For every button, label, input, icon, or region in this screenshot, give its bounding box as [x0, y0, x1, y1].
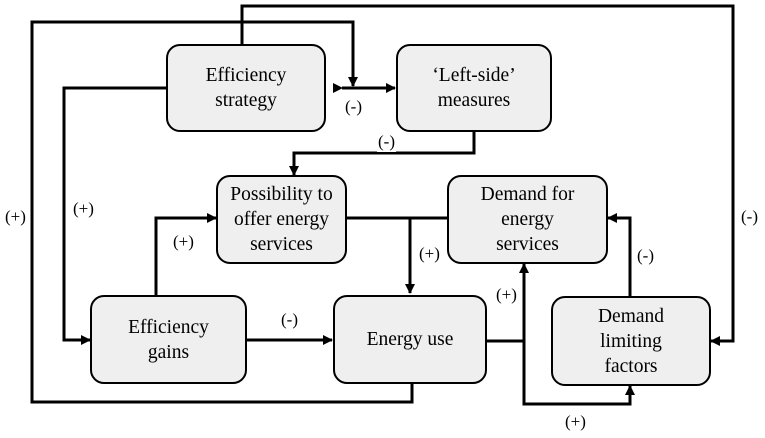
node-efficiency-gains-label: Efficiency gains: [128, 316, 209, 363]
node-efficiency-strategy: Efficiency strategy: [166, 44, 326, 132]
label-outer-right-loop: (-): [740, 207, 759, 227]
node-efficiency-gains: Efficiency gains: [90, 295, 247, 384]
edge-energy-use-limiting: [522, 341, 635, 406]
edge-gains-possibility: [154, 213, 217, 295]
label-strategy-measures: (-): [344, 97, 363, 117]
label-measures-possibility: (-): [377, 132, 396, 152]
edge-possibility-energy-use: [347, 216, 447, 293]
label-outer-left-loop: (+): [4, 207, 27, 227]
edge-strategy-gains: [62, 86, 166, 345]
edge-measures-possibility: [289, 132, 476, 176]
node-left-side-measures: ‘Left-side’ measures: [396, 44, 552, 132]
edge-outer-right-loop: [240, 4, 735, 346]
node-demand-limiting-factors-label: Demand limiting factors: [597, 305, 665, 377]
node-possibility-to-offer: Possibility to offer energy services: [216, 175, 347, 264]
label-possibility-energy-use: (+): [418, 244, 441, 264]
node-efficiency-strategy-label: Efficiency strategy: [205, 65, 287, 111]
label-limiting-demand: (-): [636, 246, 655, 266]
node-demand-limiting-factors: Demand limiting factors: [551, 296, 711, 386]
node-energy-use-label: Energy use: [366, 329, 454, 350]
label-strategy-gains: (+): [72, 199, 95, 219]
node-energy-use: Energy use: [333, 295, 487, 384]
node-demand-for-services-label: Demand for energy services: [480, 184, 575, 255]
node-demand-for-services: Demand for energy services: [447, 175, 608, 264]
node-possibility-to-offer-label: Possibility to offer energy services: [230, 184, 333, 255]
label-gains-energy-use: (-): [280, 310, 299, 330]
label-energy-use-limiting: (+): [564, 412, 587, 432]
edge-limiting-demand: [607, 213, 632, 296]
label-gains-possibility: (+): [172, 232, 195, 252]
edge-outer-left-loop: [30, 20, 414, 404]
label-energy-use-demand: (+): [495, 285, 518, 305]
node-left-side-measures-label: ‘Left-side’ measures: [432, 65, 516, 111]
